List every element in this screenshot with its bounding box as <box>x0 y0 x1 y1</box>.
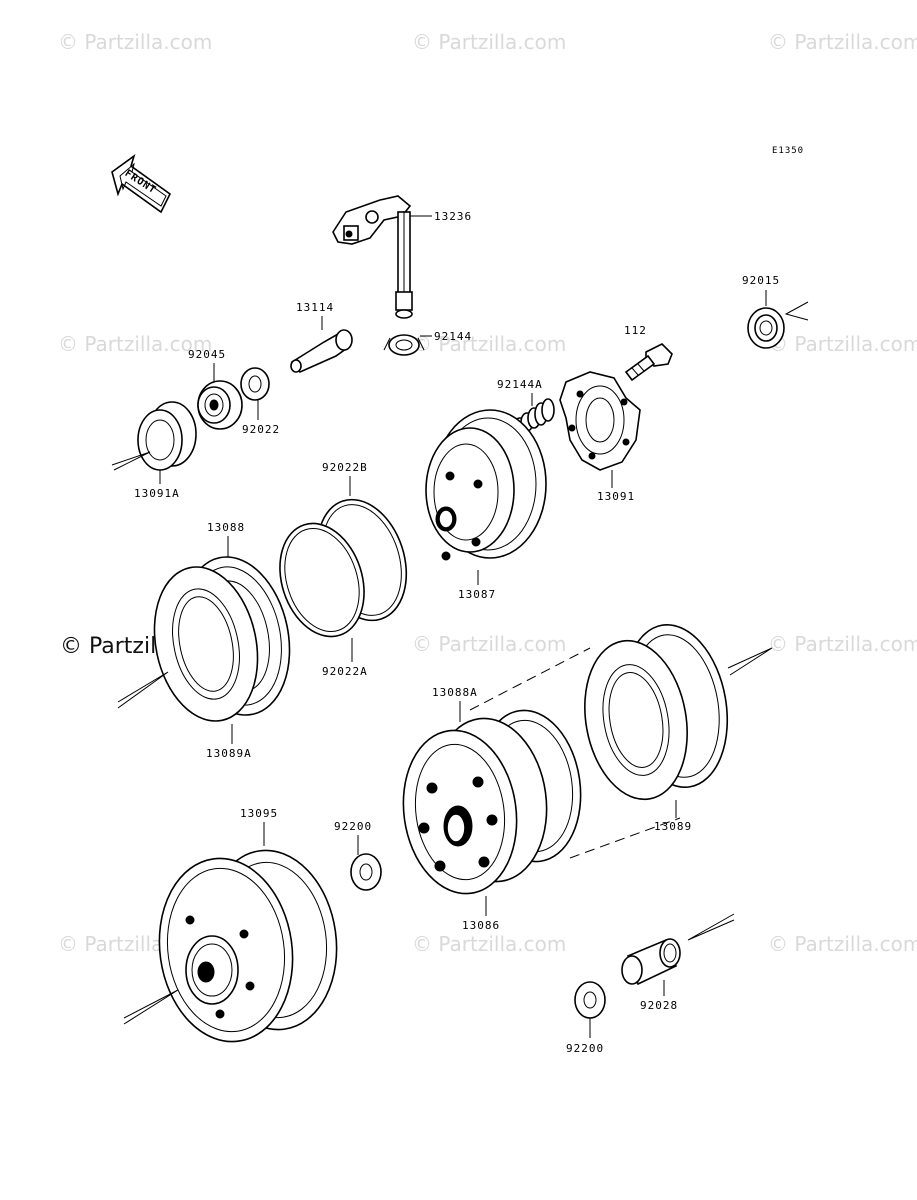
leader-line <box>117 671 169 709</box>
alignment-line <box>469 647 591 711</box>
part-label-112: 112 <box>624 324 647 337</box>
washer-icon <box>574 981 606 1019</box>
front-arrow-icon: FRONT <box>111 153 172 214</box>
part-label-92045: 92045 <box>188 348 226 361</box>
part-label-13236: 13236 <box>434 210 472 223</box>
part-label-92144A: 92144A <box>497 378 543 391</box>
watermark: © Partzilla.com <box>58 332 213 356</box>
part-label-13091A: 13091A <box>134 487 180 500</box>
clutch-pack-icon <box>402 709 582 895</box>
spring-clip-icon <box>383 334 425 356</box>
part-label-13095: 13095 <box>240 807 278 820</box>
part-label-13089A: 13089A <box>206 747 252 760</box>
alignment-line <box>569 817 681 859</box>
part-label-13086: 13086 <box>462 919 500 932</box>
leader-line <box>111 451 151 471</box>
reference-code: E1350 <box>772 146 804 156</box>
sleeve-icon <box>621 938 681 986</box>
steel-plate-icon <box>153 566 259 722</box>
part-label-92022B: 92022B <box>322 461 368 474</box>
ring-icon <box>279 522 365 638</box>
pressure-plate-icon <box>559 371 641 471</box>
leader-line <box>123 989 179 1025</box>
watermark: © Partzilla.com <box>58 30 213 54</box>
watermark: © Partzilla.com <box>768 332 917 356</box>
watermark: © Partzilla.com <box>412 332 567 356</box>
watermark: © Partzilla.com <box>412 632 567 656</box>
watermark: © Partzilla.com <box>768 632 917 656</box>
part-label-92200: 92200 <box>566 1042 604 1055</box>
washer-icon <box>240 367 270 401</box>
push-rod-icon <box>290 329 353 373</box>
part-label-92028: 92028 <box>640 999 678 1012</box>
clutch-housing-icon <box>158 849 338 1043</box>
watermark: © Partzilla.com <box>412 932 567 956</box>
part-label-92015: 92015 <box>742 274 780 287</box>
nut-icon <box>747 307 785 349</box>
part-label-92022: 92022 <box>242 423 280 436</box>
watermark: © Partzilla.com <box>412 30 567 54</box>
release-shaft-icon <box>332 195 413 319</box>
washer-icon <box>350 853 382 891</box>
part-label-13087: 13087 <box>458 588 496 601</box>
bearing-icon <box>197 380 243 430</box>
steel-plate-icon <box>584 639 688 801</box>
clutch-hub-icon <box>425 409 547 561</box>
part-label-13088: 13088 <box>207 521 245 534</box>
collar-icon <box>137 401 197 471</box>
leader-line <box>784 301 809 321</box>
part-label-13088A: 13088A <box>432 686 478 699</box>
bolt-icon <box>624 343 673 382</box>
watermark: © Partzilla.com <box>768 30 917 54</box>
part-label-92022A: 92022A <box>322 665 368 678</box>
leader-line <box>727 647 773 676</box>
leader-line <box>687 913 735 941</box>
part-label-13091: 13091 <box>597 490 635 503</box>
part-label-92200: 92200 <box>334 820 372 833</box>
part-label-13089: 13089 <box>654 820 692 833</box>
part-label-92144: 92144 <box>434 330 472 343</box>
part-label-13114: 13114 <box>296 301 334 314</box>
watermark: © Partzilla.com <box>768 932 917 956</box>
